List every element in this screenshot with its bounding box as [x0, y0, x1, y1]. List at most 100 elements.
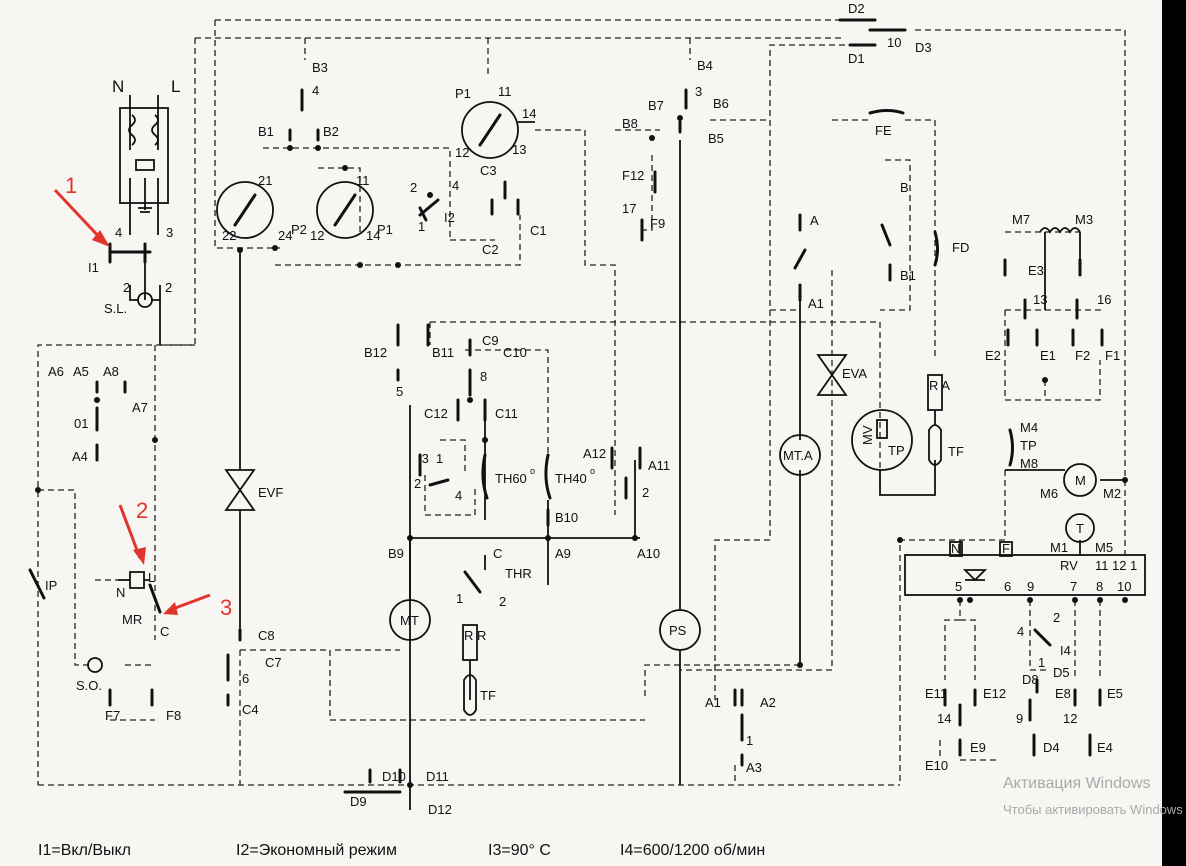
legend-i3: I3=90° C: [488, 842, 551, 859]
label-a: A: [810, 213, 819, 228]
label-m7: M7: [1012, 212, 1030, 227]
label-p1b: P1: [455, 86, 471, 101]
label-r8: 8: [1096, 579, 1103, 594]
label-t22: 22: [222, 228, 236, 243]
terminal-dots: [35, 115, 1128, 788]
label-e8: E8: [1055, 686, 1071, 701]
heaters: [462, 374, 943, 716]
label-b9: B9: [388, 546, 404, 561]
label-mt: MT: [400, 613, 419, 628]
motor-winding: [1039, 227, 1081, 234]
label-t11a: 11: [356, 173, 370, 188]
label-e9: E9: [970, 740, 986, 755]
label-d12: D12: [428, 802, 452, 817]
label-mr-l: L: [148, 570, 155, 585]
label-f8: F8: [166, 708, 181, 723]
label-e3: E3: [1028, 263, 1044, 278]
label-f-box: F: [1002, 541, 1010, 556]
label-m8: M8: [1020, 456, 1038, 471]
label-a4: A4: [72, 449, 88, 464]
schematic-sheet: N L 1 2 3 I1 S.L. 4 3 2 2 B3 4 B1 B2 P2 …: [0, 0, 1162, 866]
label-fe: FE: [875, 123, 892, 138]
label-t: T: [1076, 521, 1084, 536]
label-b7: B7: [648, 98, 664, 113]
label-i2: I2: [444, 210, 455, 225]
label-e12: E12: [983, 686, 1006, 701]
label-c11: C11: [495, 406, 518, 421]
label-fd: FD: [952, 240, 969, 255]
label-th40: TH40: [555, 471, 587, 486]
label-n8: 8: [480, 369, 487, 384]
label-rv: RV: [1060, 558, 1078, 573]
label-a1: A1: [808, 296, 824, 311]
watermark-title: Активация Windows: [1003, 775, 1151, 792]
label-n16: 16: [1097, 292, 1111, 307]
label-th60: TH60: [495, 471, 527, 486]
label-neutral: N: [112, 77, 124, 96]
label-c8: C8: [258, 628, 275, 643]
label-t24: 24: [278, 228, 292, 243]
label-n12: 12: [1063, 711, 1077, 726]
label-e5: E5: [1107, 686, 1123, 701]
label-f1: F1: [1105, 348, 1120, 363]
label-f2: F2: [1075, 348, 1090, 363]
label-tp2: TP: [1020, 438, 1037, 453]
label-b1: B1: [258, 124, 274, 139]
label-i3c: 4: [455, 488, 462, 503]
label-p1a: P1: [377, 222, 393, 237]
label-a10: A10: [637, 546, 660, 561]
label-n1: 1: [746, 733, 753, 748]
label-p2: P2: [291, 222, 307, 237]
wiring-diagram: N L 1 2 3 I1 S.L. 4 3 2 2 B3 4 B1 B2 P2 …: [28, 1, 1146, 859]
label-r6: 6: [1004, 579, 1011, 594]
label-a2: A2: [760, 695, 776, 710]
label-evf: EVF: [258, 485, 283, 500]
label-i3b: 2: [414, 476, 421, 491]
callout-1: 1: [65, 173, 77, 198]
label-n6: 6: [242, 671, 249, 686]
label-r10: 10: [1117, 579, 1131, 594]
label-e10: E10: [925, 758, 948, 773]
label-b: B: [900, 180, 909, 195]
power-inlet-filter: [108, 95, 169, 308]
callout-3: 3: [220, 595, 232, 620]
label-a1b: A1: [705, 695, 721, 710]
label-c12: C12: [424, 406, 448, 421]
label-deg2: o: [590, 466, 595, 476]
label-a12: A12: [583, 446, 606, 461]
label-d5: D5: [1053, 665, 1070, 680]
callout-2: 2: [136, 498, 148, 523]
label-t3: 3: [166, 225, 173, 240]
legend-i4: I4=600/1200 об/мин: [620, 842, 765, 859]
label-t14a: 14: [366, 228, 380, 243]
label-d11: D11: [426, 769, 449, 784]
label-n2: 2: [642, 485, 649, 500]
label-a8: A8: [103, 364, 119, 379]
label-ps: PS: [669, 623, 687, 638]
door-lock: [118, 571, 150, 589]
label-b4: B4: [697, 58, 713, 73]
label-eva: EVA: [842, 366, 867, 381]
label-sl: S.L.: [104, 301, 127, 316]
label-f9: F9: [650, 216, 665, 231]
label-b3: B3: [312, 60, 328, 75]
label-a3: A3: [746, 760, 762, 775]
label-f7: F7: [105, 708, 120, 723]
label-c-thr: C: [493, 546, 502, 561]
label-d4: D4: [1043, 740, 1060, 755]
label-n5: 5: [396, 384, 403, 399]
label-b12: B12: [364, 345, 387, 360]
label-a9: A9: [555, 546, 571, 561]
label-d2: D2: [848, 1, 865, 16]
label-a11: A11: [648, 458, 670, 473]
label-ra: R A: [929, 378, 950, 393]
label-r11: 11: [1095, 558, 1109, 573]
label-i4: I4: [1060, 643, 1071, 658]
label-d8: D8: [1022, 672, 1039, 687]
windows-activation-watermark: Активация Windows Чтобы активировать Win…: [1003, 775, 1186, 825]
rv-module: [904, 541, 1146, 596]
label-i3: I3: [418, 451, 429, 466]
label-n3: 3: [695, 84, 702, 99]
label-thr1: 1: [456, 591, 463, 606]
